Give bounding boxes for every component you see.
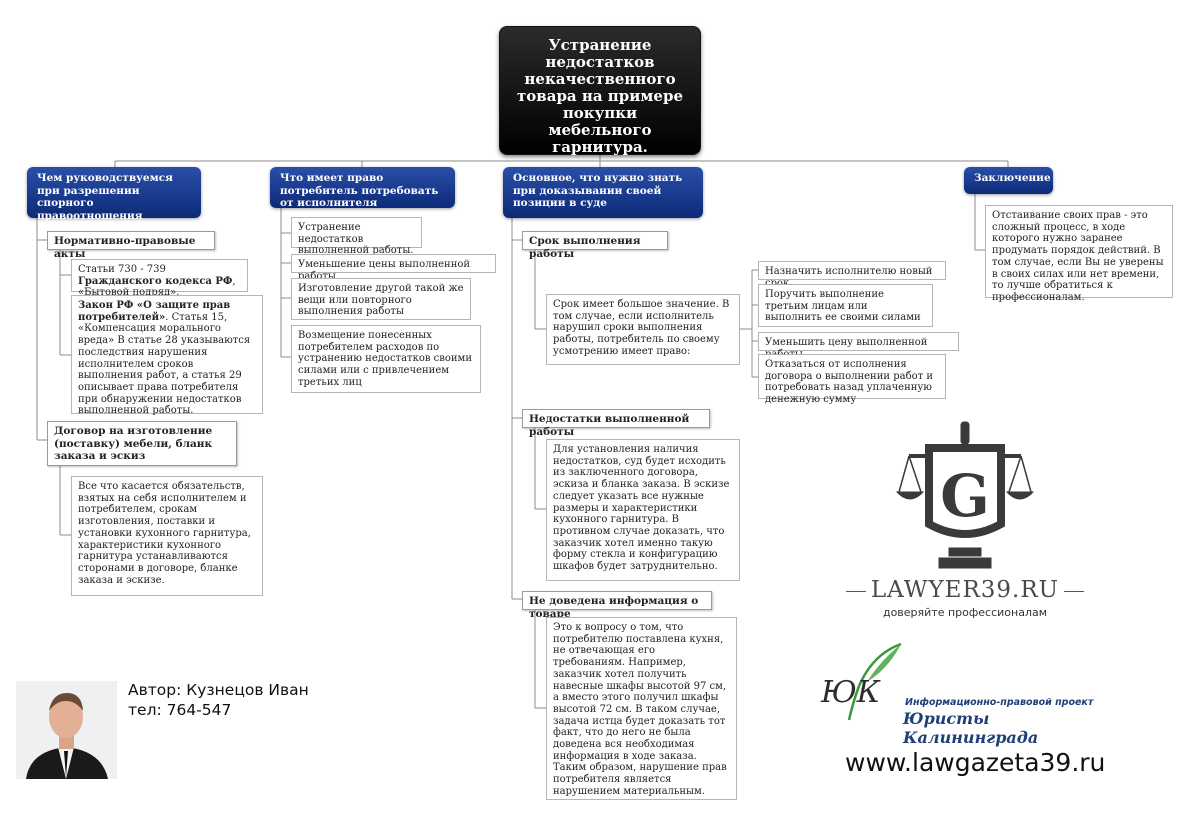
right-redo-work: Изготовление другой такой же вещи или по… (291, 278, 471, 320)
category-court-evidence: Основное, что нужно знать при доказывани… (503, 167, 703, 218)
feather-monogram-icon: ЮК (820, 642, 902, 721)
author-photo (16, 681, 117, 779)
deadline-option-third-party: Поручить выполнение третьим лицам или вы… (758, 284, 933, 327)
contract-title: Договор на изготовление (поставку) мебел… (47, 421, 237, 466)
category-conclusion: Заключение (964, 167, 1053, 194)
project-line1: Информационно-правовой проект (905, 697, 1094, 708)
lawyer-slogan: доверяйте профессионалам (882, 606, 1048, 619)
deadline-option-price-reduction: Уменьшить цену выполненной работы (758, 332, 959, 360)
author-block: Автор: Кузнецов Иван тел: 764-547 (128, 680, 368, 720)
info-note: Это к вопросу о том, что потребителю пос… (546, 617, 737, 800)
svg-text:G: G (940, 462, 990, 530)
defects-note: Для установления наличия недостатков, су… (546, 439, 740, 581)
category-consumer-rights: Что имеет право потребитель потребовать … (270, 167, 455, 209)
conclusion-note: Отстаивание своих прав - это сложный про… (985, 205, 1173, 303)
project-line2: Юристы Калининграда (903, 709, 1039, 747)
info-title: Не доведена информация о товаре (522, 591, 712, 620)
deadline-note: Срок имеет большое значение. В том случа… (546, 294, 740, 365)
svg-text:ЮК: ЮК (820, 675, 881, 710)
deadline-option-new-term: Назначить исполнителю новый срок (758, 261, 946, 289)
author-phone: тел: 764-547 (128, 701, 232, 719)
lawyer-logo-text-row: LAWYER39.RU (840, 577, 1090, 607)
diagram-title: Устранение недостатков некачественного т… (499, 26, 701, 156)
civil-code-note: Статьи 730 - 739 Гражданского кодекса РФ… (71, 259, 248, 298)
category-legal-basis: Чем руководствуемся при разрешении спорн… (27, 167, 201, 222)
lawyer-logo-text: LAWYER39.RU (870, 577, 1060, 603)
scales-logo-icon: G (895, 421, 1035, 569)
right-expense-compensation: Возмещение понесенных потребителем расхо… (291, 325, 481, 393)
consumer-law-note: Закон РФ «О защите прав потребителей». С… (71, 295, 263, 416)
website-link[interactable]: www.lawgazeta39.ru (845, 748, 1106, 777)
deadline-title: Срок выполнения работы (522, 231, 668, 260)
right-fix-defects: Устранение недостатков выполненной работ… (291, 217, 422, 256)
deadline-option-refusal: Отказаться от исполнения договора о выпо… (758, 354, 946, 405)
legal-acts-title: Нормативно-правовые акты (47, 231, 215, 260)
author-name: Автор: Кузнецов Иван (128, 681, 309, 699)
contract-note: Все что касается обязательств, взятых на… (71, 476, 263, 596)
defects-title: Недостатки выполненной работы (522, 409, 710, 438)
right-price-reduction: Уменьшение цены выполненной работы (291, 254, 496, 282)
